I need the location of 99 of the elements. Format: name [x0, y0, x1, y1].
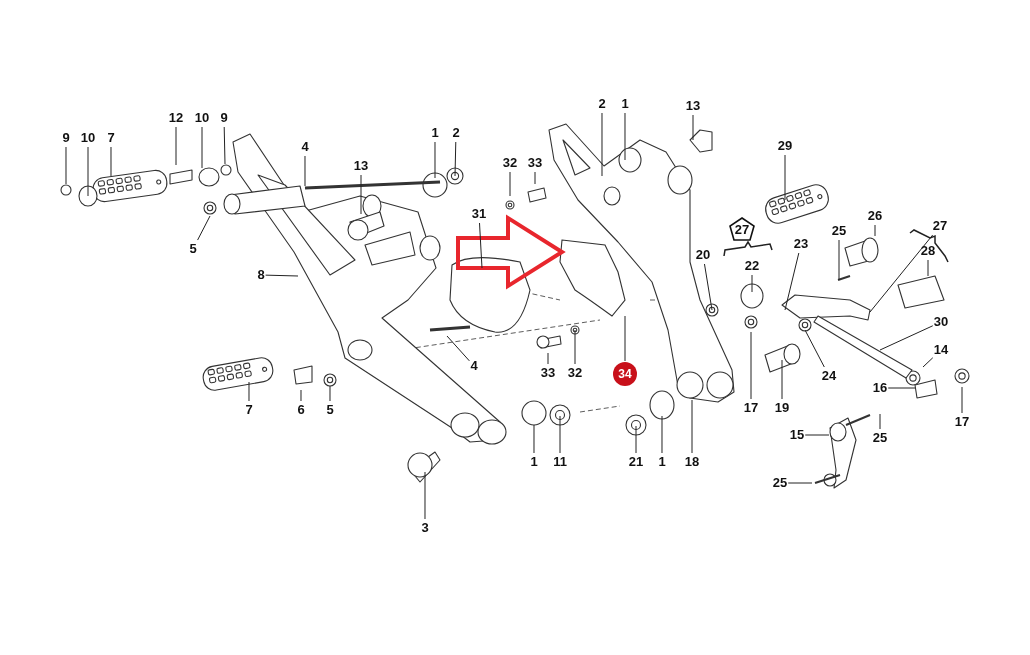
callout-number: 7	[107, 130, 115, 146]
leader-line	[329, 385, 331, 402]
leader-line	[534, 171, 536, 185]
callout-number: 2	[598, 96, 606, 112]
leader-line	[784, 252, 800, 311]
leader-line	[922, 357, 934, 368]
callout-number: 16	[872, 380, 888, 396]
leader-line	[601, 112, 603, 177]
leader-line	[692, 114, 694, 141]
leader-line	[434, 141, 436, 179]
callout-number: 30	[933, 314, 949, 330]
leader-line	[265, 274, 299, 277]
callout-number: 6	[297, 402, 305, 418]
leader-line	[509, 171, 511, 197]
callout-number: 9	[62, 130, 70, 146]
leader-line	[691, 399, 693, 454]
leader-line	[751, 274, 753, 293]
leader-line	[533, 424, 535, 454]
leader-line	[175, 126, 177, 166]
callout-number: 8	[257, 267, 265, 283]
leader-line	[424, 471, 426, 520]
leader-line	[887, 387, 916, 389]
callout-pentagon: 27	[729, 217, 755, 241]
leader-line	[804, 434, 830, 436]
callout-number: 15	[789, 427, 805, 443]
callout-number: 9	[220, 110, 228, 126]
leader-line	[87, 146, 89, 197]
leader-line	[635, 425, 637, 454]
callout-number: 31	[471, 206, 487, 222]
callout-number: 25	[772, 475, 788, 491]
leader-line	[624, 315, 626, 362]
callout-number: 23	[793, 236, 809, 252]
leader-line	[454, 141, 457, 177]
leader-line	[879, 413, 881, 430]
leader-line	[624, 112, 626, 161]
callout-number: 24	[821, 368, 837, 384]
callout-number: 28	[920, 243, 936, 259]
leader-line	[547, 352, 549, 365]
leader-line	[110, 146, 112, 177]
leader-line	[703, 263, 713, 311]
leader-line	[927, 259, 929, 277]
callout-number: 1	[621, 96, 629, 112]
callout-number: 1	[431, 125, 439, 141]
leader-line	[661, 415, 663, 454]
leader-line	[750, 331, 752, 400]
callout-number: 33	[527, 155, 543, 171]
leader-line	[961, 386, 963, 414]
leader-line	[300, 389, 302, 402]
callout-number: 22	[744, 258, 760, 274]
callout-number: 1	[530, 454, 538, 470]
callout-number: 13	[353, 158, 369, 174]
callout-number: 20	[695, 247, 711, 263]
callout-number: 14	[933, 342, 949, 358]
callout-number: 10	[80, 130, 96, 146]
leader-line	[784, 154, 786, 201]
callout-number: 29	[777, 138, 793, 154]
callout-number: 26	[867, 208, 883, 224]
leader-line	[446, 335, 470, 362]
leader-line	[201, 126, 203, 169]
callout-number: 2	[452, 125, 460, 141]
callout-number: 11	[553, 454, 567, 470]
callout-number: 3	[421, 520, 429, 536]
leader-line	[804, 329, 825, 368]
callout-number: 27	[932, 218, 948, 234]
callout-number: 21	[628, 454, 644, 470]
callout-number: 5	[189, 241, 197, 257]
callout-number: 4	[301, 139, 309, 155]
leader-line	[574, 329, 576, 365]
callout-number: 33	[540, 365, 556, 381]
callout-number: 32	[567, 365, 583, 381]
leader-line	[879, 325, 934, 351]
leader-line	[65, 146, 67, 185]
callout-number: 17	[954, 414, 970, 430]
callout-number: 19	[774, 400, 790, 416]
callout-number: 17	[743, 400, 759, 416]
callout-number: 32	[502, 155, 518, 171]
leader-line	[781, 359, 783, 400]
leader-line	[304, 155, 306, 187]
leader-line	[360, 174, 362, 215]
leader-line	[197, 215, 211, 241]
callout-number: 12	[168, 110, 184, 126]
leader-line	[248, 381, 250, 402]
leader-line	[479, 222, 483, 269]
callout-number: 1	[658, 454, 666, 470]
callout-number: 5	[326, 402, 334, 418]
callout-number: 4	[470, 358, 478, 374]
callout-number: 25	[872, 430, 888, 446]
callout-number: 25	[831, 223, 847, 239]
leader-line	[787, 482, 813, 484]
leader-line	[838, 239, 840, 281]
leader-line	[559, 415, 561, 454]
callout-number: 7	[245, 402, 253, 418]
leader-line	[223, 126, 226, 165]
leader-line	[869, 234, 934, 313]
leader-line	[874, 224, 876, 237]
callout-number: 18	[684, 454, 700, 470]
callout-number: 13	[685, 98, 701, 114]
callout-number: 34	[613, 362, 637, 386]
callout-number: 10	[194, 110, 210, 126]
